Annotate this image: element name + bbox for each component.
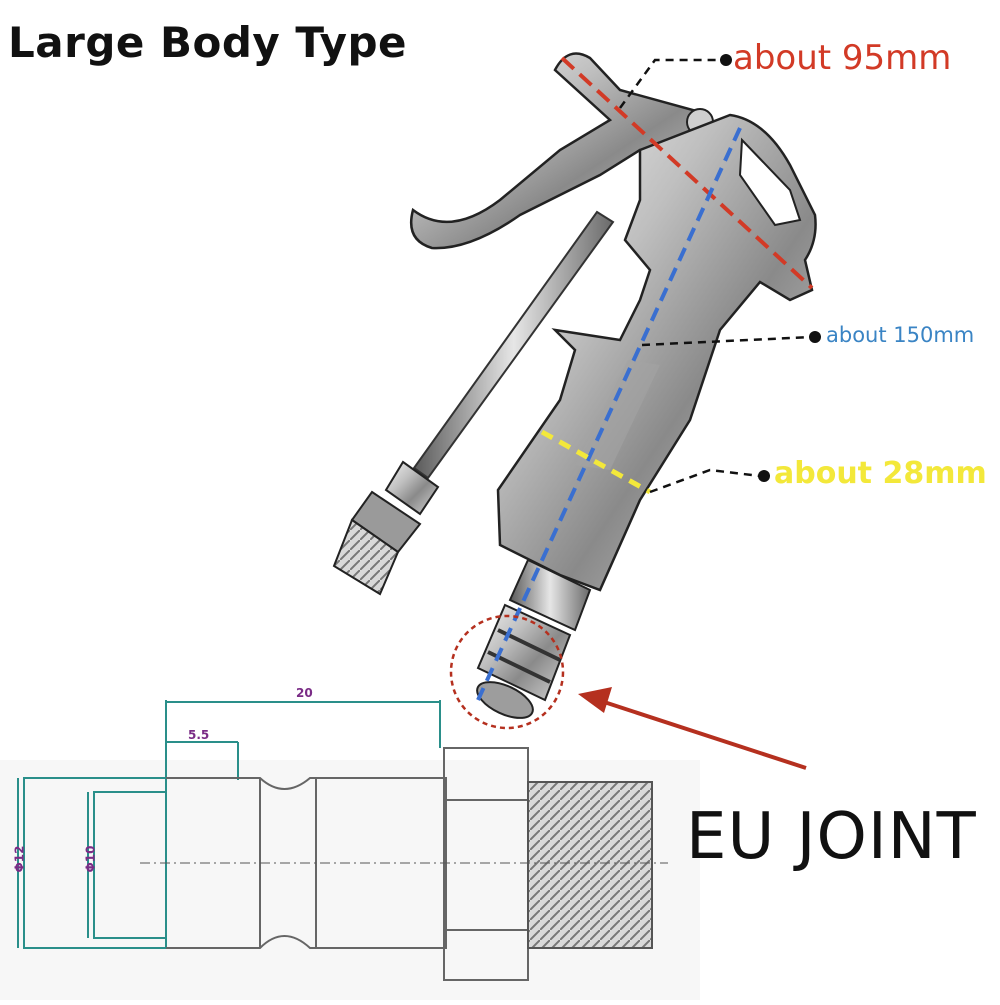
eu-joint-label: EU JOINT [686,800,977,874]
dim-groove-label: 5.5 [188,728,210,742]
yellow-measure-line [540,429,652,495]
gun-body [496,113,817,592]
joint-highlight-circle [449,614,565,730]
leader-dot-95 [720,54,732,66]
page-title: Large Body Type [8,18,408,67]
dim-outer-diameter-label: Φ12 [12,845,27,873]
leader-dot-150 [809,331,821,343]
nozzle-tube [332,210,615,596]
red-measure-line [560,56,814,290]
dim-inner-diameter-label: Φ10 [83,845,98,873]
length-150-label: about 150mm [826,323,975,347]
length-95-label: about 95mm [733,38,952,78]
joint-arrow-shaft [597,698,807,770]
leader-dot-28 [758,470,770,482]
blue-measure-line [476,127,742,701]
leader-lines [618,58,813,494]
connector-plug [476,558,592,719]
technical-drawing [0,700,700,1000]
width-28-label: about 28mm [774,456,987,491]
dim-overall-label: 20 [296,686,313,700]
joint-arrow-head [578,687,612,713]
